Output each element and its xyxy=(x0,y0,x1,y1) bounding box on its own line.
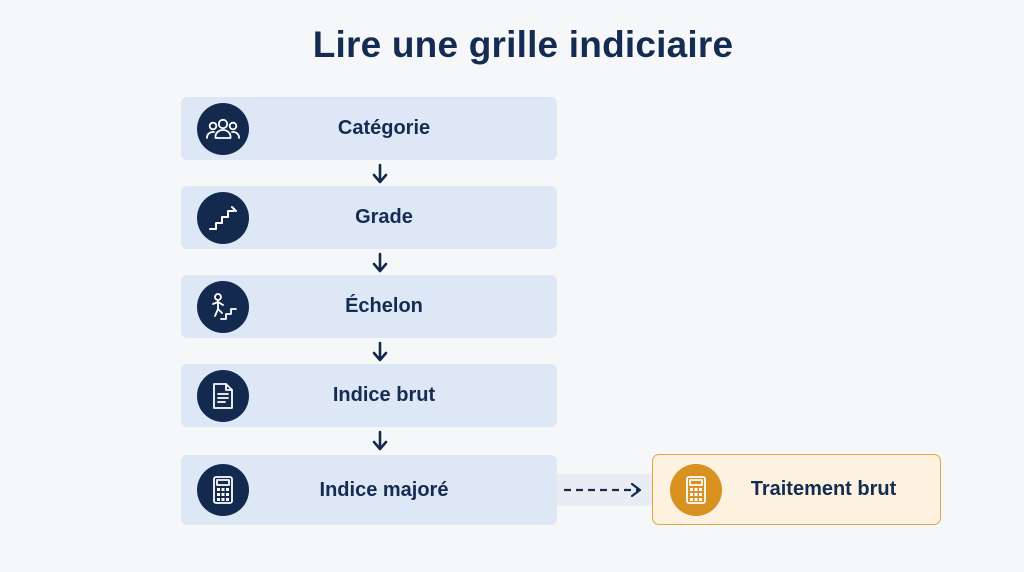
result-label: Traitement brut xyxy=(750,478,897,500)
down-arrow-icon xyxy=(372,430,388,451)
person-climbing-stairs-icon xyxy=(197,280,249,333)
stairs-icon xyxy=(197,191,249,244)
step-indice-brut: Indice brut xyxy=(181,364,557,427)
step-categorie: Catégorie xyxy=(181,97,557,160)
diagram-title: Lire une grille indiciaire xyxy=(312,24,734,65)
down-arrow-icon xyxy=(372,252,388,273)
step-grade: Grade xyxy=(181,186,557,249)
result-traitement-brut: Traitement brut xyxy=(652,454,941,525)
calculator-icon xyxy=(670,463,722,516)
document-icon xyxy=(197,369,249,422)
step-indice-majore: Indice majoré xyxy=(181,455,557,525)
dashed-right-arrow-icon xyxy=(564,482,642,498)
step-label: Indice majoré xyxy=(319,478,449,501)
calculator-icon xyxy=(197,464,249,516)
step-label: Grade xyxy=(355,206,413,228)
down-arrow-icon xyxy=(372,163,388,184)
step-echelon: Échelon xyxy=(181,275,557,338)
step-label: Échelon xyxy=(345,295,423,317)
down-arrow-icon xyxy=(372,341,388,362)
step-label: Indice brut xyxy=(332,384,436,406)
people-group-icon xyxy=(197,102,249,155)
step-label: Catégorie xyxy=(337,117,431,139)
